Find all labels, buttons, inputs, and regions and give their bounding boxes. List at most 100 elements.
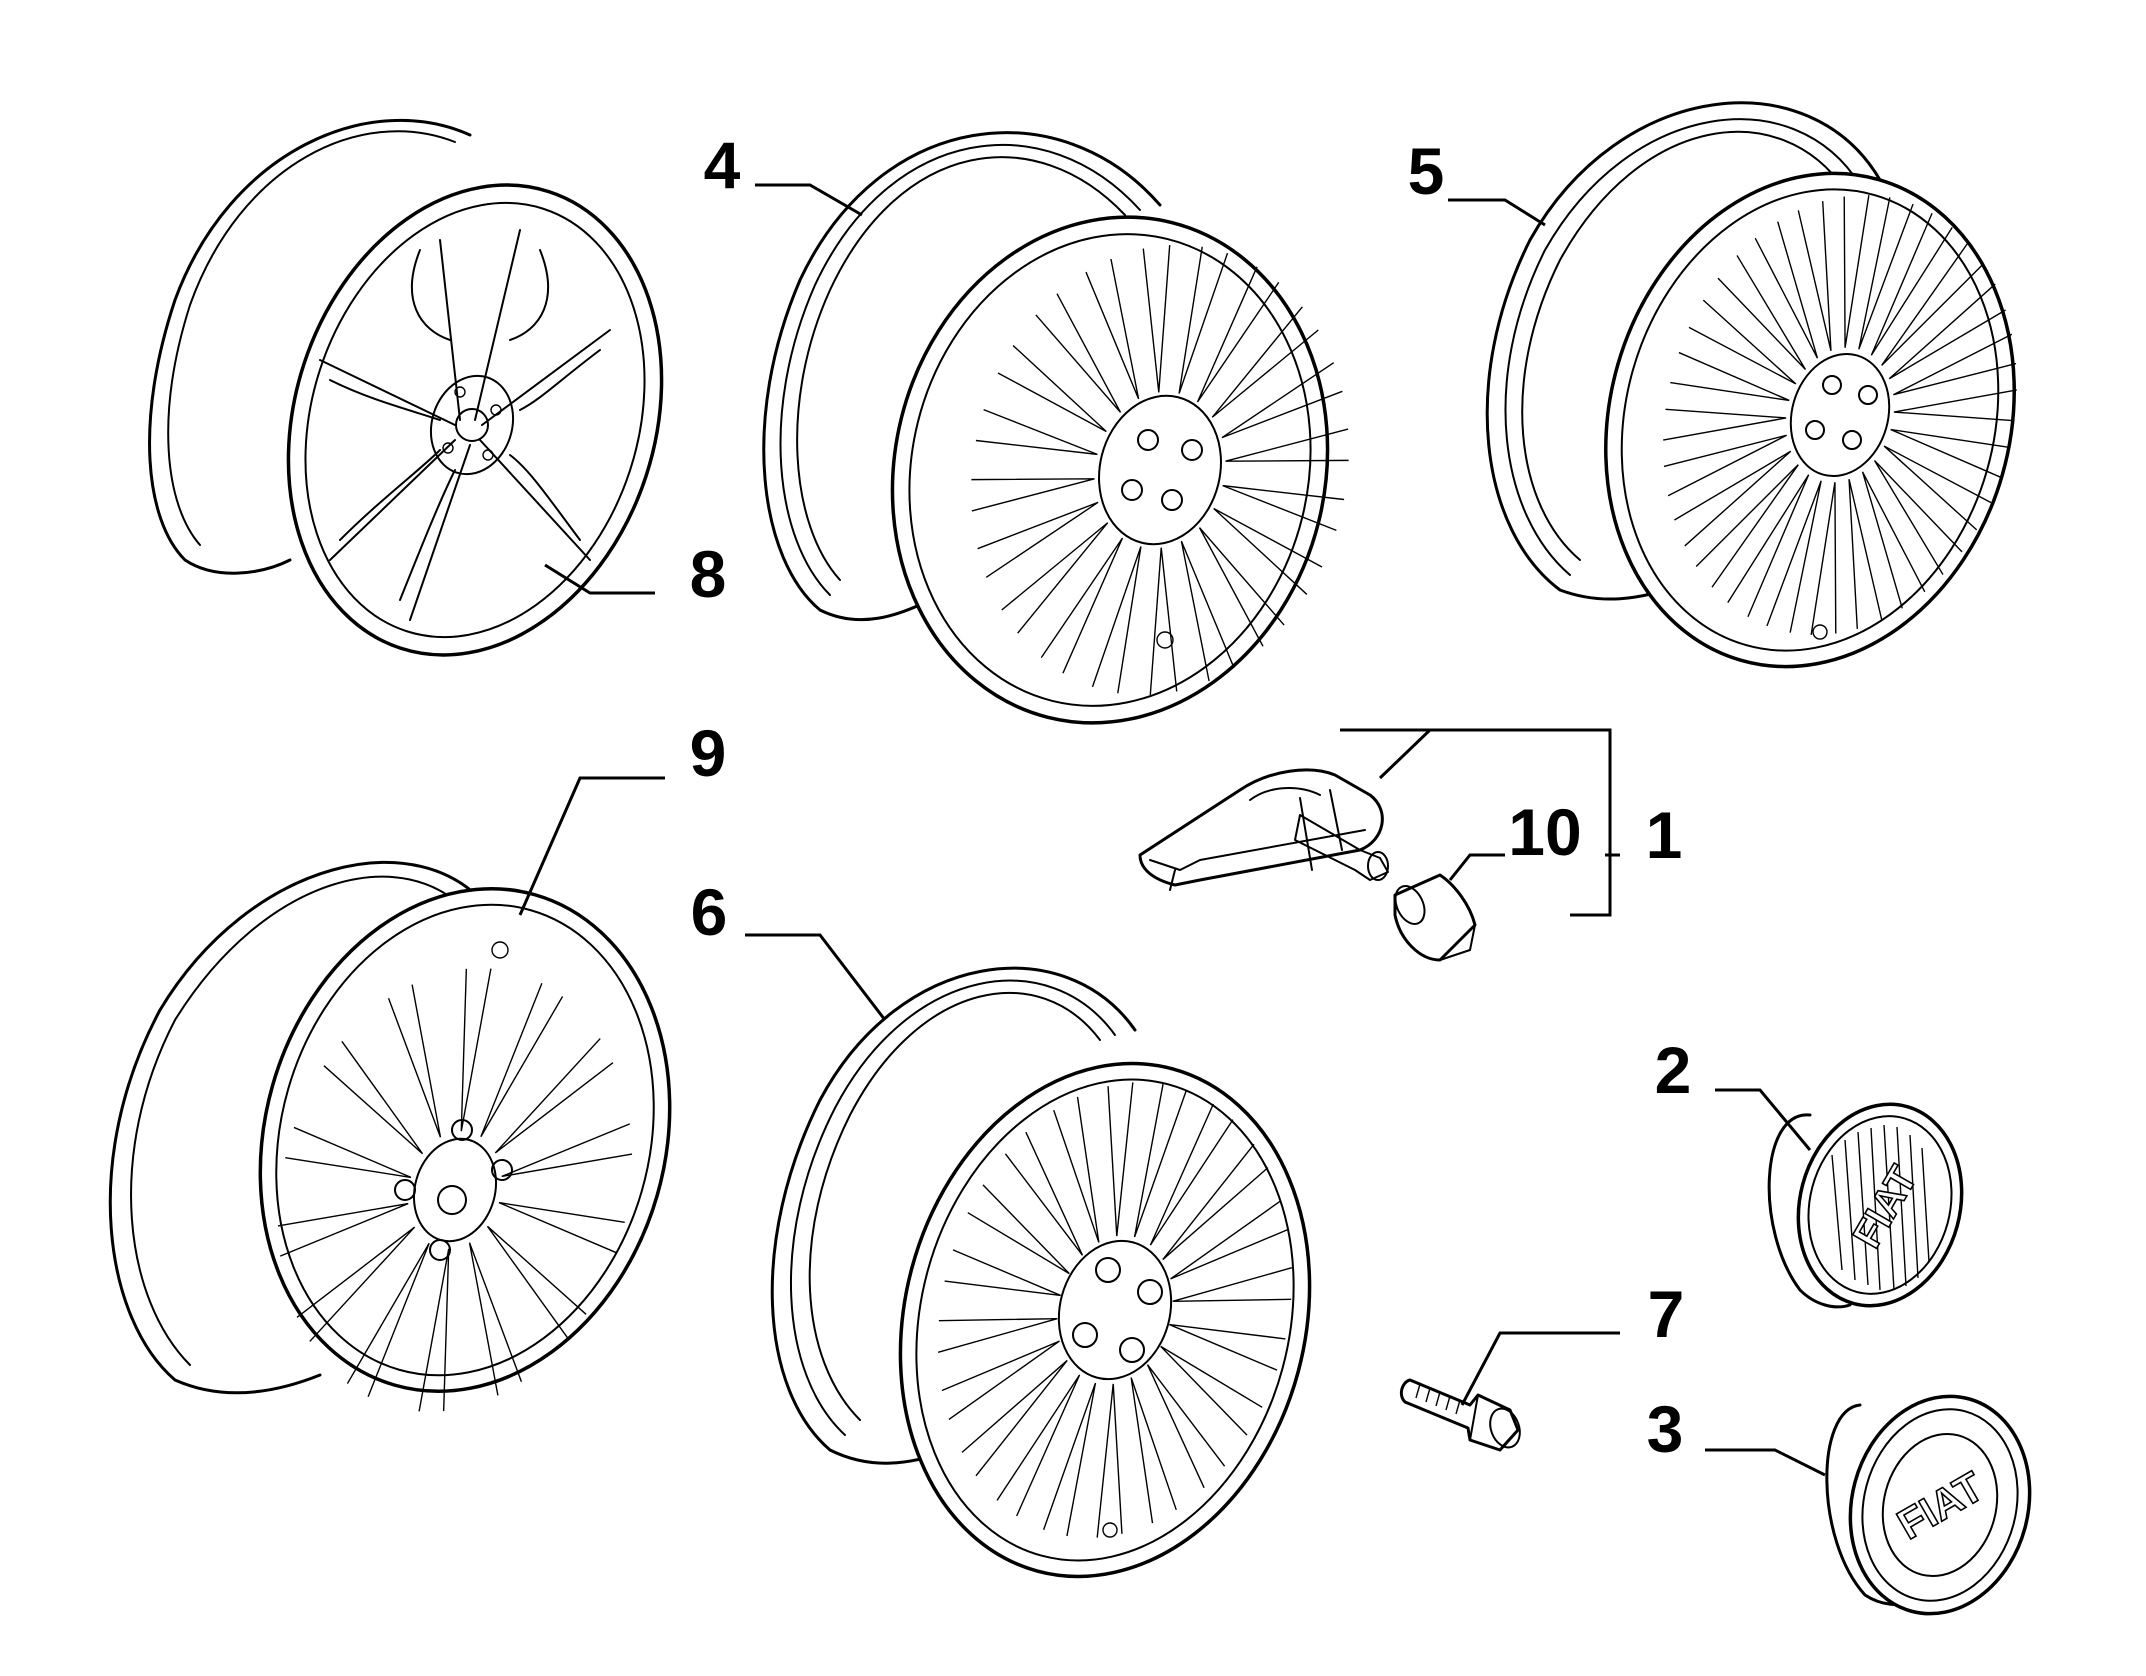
spoke (997, 345, 1107, 433)
tpms-sensor (1138, 768, 1389, 891)
spoke (944, 1249, 1061, 1297)
spoke (1162, 1143, 1269, 1261)
spoke (1001, 522, 1109, 634)
spoke (1797, 201, 1832, 351)
spoke (1178, 246, 1229, 394)
spoke (1893, 389, 2017, 422)
spoke (1211, 306, 1319, 418)
spoke (1893, 333, 2017, 396)
spoke (937, 1317, 1058, 1354)
label-4: 4 (704, 128, 741, 202)
spoke (387, 984, 442, 1138)
spoke (1172, 1266, 1293, 1303)
spoke (1883, 445, 1992, 531)
spoke (1674, 450, 1792, 547)
label-8: 8 (690, 537, 727, 611)
spoke (285, 1126, 412, 1179)
spoke (971, 478, 1095, 512)
label-10: 10 (1508, 795, 1581, 869)
spoke (277, 1202, 409, 1257)
spoke (1670, 351, 1790, 402)
spoke (501, 1123, 633, 1178)
valve-cap (1393, 873, 1477, 962)
spoke (1107, 1082, 1134, 1237)
spoke (1225, 428, 1349, 462)
spoke (486, 1225, 587, 1340)
spoke (1858, 197, 1914, 350)
spoke (1169, 1323, 1286, 1371)
spoke (977, 501, 1099, 578)
center-cap-3: FIAT (1825, 1394, 2032, 1616)
spoke (1663, 408, 1787, 441)
spoke (1221, 362, 1343, 439)
spoke (941, 1340, 1060, 1421)
wheel-5 (1485, 101, 2017, 669)
spoke (1130, 1377, 1177, 1524)
spoke (1146, 1364, 1226, 1489)
label-2: 2 (1655, 1033, 1692, 1107)
wheel-6-spokes (937, 1082, 1293, 1538)
spoke (1149, 1103, 1234, 1246)
spoke (346, 1242, 430, 1398)
spoke (1053, 1096, 1100, 1243)
spoke (1004, 1131, 1084, 1256)
spoke (1133, 1083, 1188, 1238)
spoke (1096, 1383, 1123, 1538)
spoke (1160, 1345, 1263, 1436)
label-6: 6 (691, 875, 728, 949)
spoke (1727, 474, 1810, 618)
spoke (1861, 471, 1926, 609)
spoke (1766, 480, 1822, 633)
spoke (296, 1226, 416, 1342)
wheel-8-spokes (319, 229, 611, 621)
spoke (1717, 255, 1807, 371)
spoke (1888, 283, 2006, 380)
wheel-9-spokes (277, 968, 633, 1412)
spoke (1222, 484, 1345, 532)
spoke (1180, 540, 1235, 682)
valve-stem (1294, 814, 1389, 881)
spoke (1810, 482, 1837, 636)
spoke (967, 1184, 1070, 1275)
label-9: 9 (690, 716, 727, 790)
spoke (1873, 459, 1963, 575)
spoke (498, 1201, 625, 1254)
label-1: 1 (1646, 798, 1683, 872)
spoke (468, 1242, 523, 1396)
label-5: 5 (1408, 134, 1445, 208)
spoke (1663, 434, 1787, 497)
spoke (1695, 464, 1799, 588)
spoke (996, 1374, 1081, 1517)
spoke (1754, 221, 1819, 359)
center-cap-2: FIAT (1767, 1102, 1964, 1309)
spoke (1091, 546, 1142, 694)
spoke (1035, 293, 1122, 413)
spoke (1890, 428, 2010, 479)
wheel-6 (770, 966, 1312, 1579)
spoke (460, 968, 492, 1132)
spoke (1843, 194, 1870, 348)
spoke (1142, 244, 1171, 393)
spoke (1688, 299, 1797, 385)
spoke (961, 1359, 1068, 1477)
spoke (1870, 212, 1953, 356)
spoke (1040, 537, 1124, 674)
spoke (1042, 1382, 1097, 1537)
spoke (1198, 527, 1285, 647)
spoke (494, 1038, 614, 1154)
wheel-5-spokes (1663, 194, 2017, 636)
wheel-4 (762, 131, 1349, 725)
spoke (1213, 507, 1323, 595)
callout-labels: 4 5 8 9 6 10 1 2 7 3 (690, 128, 1692, 1466)
spoke (323, 1040, 424, 1155)
spoke (418, 1248, 450, 1412)
spoke (480, 982, 564, 1138)
spoke (1170, 1199, 1289, 1280)
leader-lines (518, 183, 1826, 1477)
label-3: 3 (1647, 1392, 1684, 1466)
label-7: 7 (1648, 1277, 1685, 1351)
spoke (1881, 242, 1985, 366)
spoke (1196, 266, 1280, 403)
spoke (975, 408, 1098, 456)
